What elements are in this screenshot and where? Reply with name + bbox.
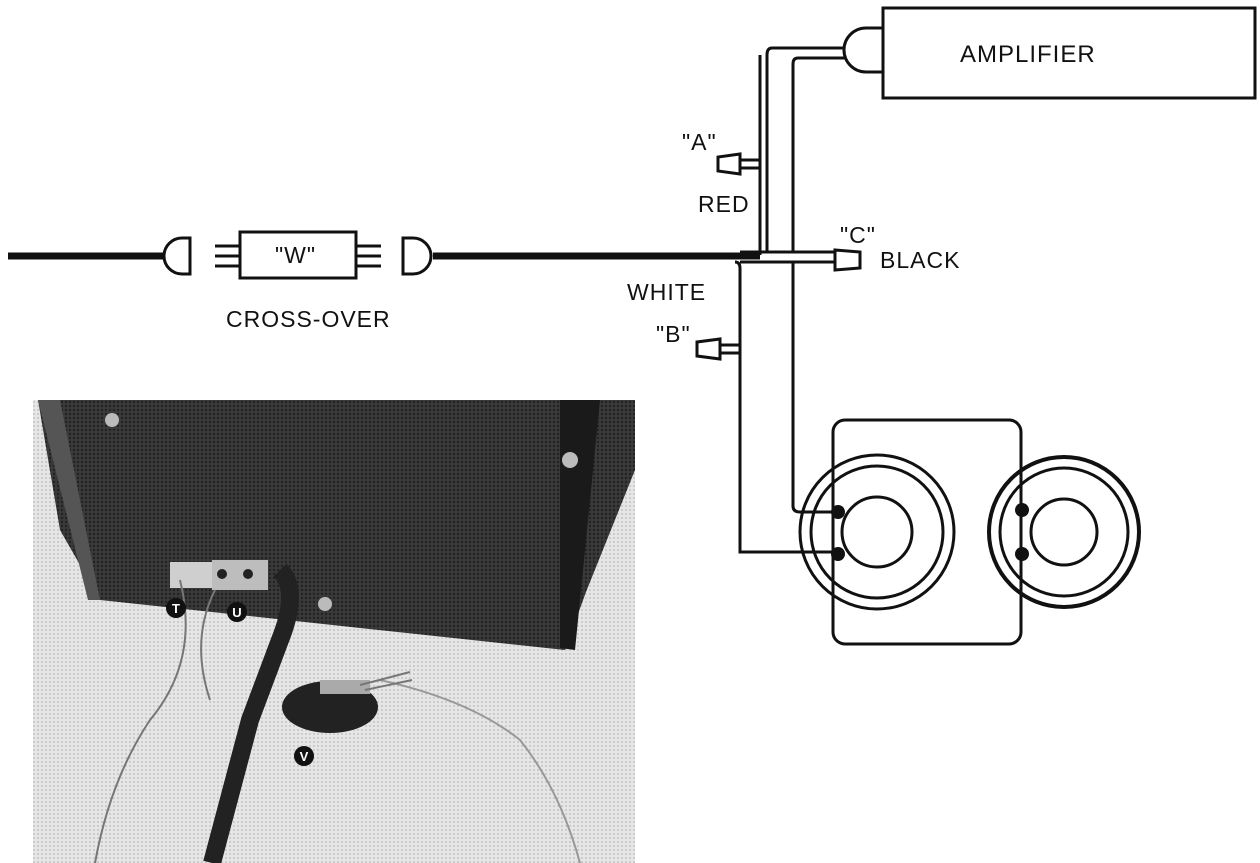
connector-a-label: "A" [682, 129, 717, 155]
screw-icon [105, 413, 119, 427]
crossover-label: CROSS-OVER [226, 306, 391, 332]
speaker-left [798, 453, 956, 611]
speaker-right [987, 455, 1141, 609]
red-wire-label: RED [698, 191, 750, 217]
amplifier-wires [758, 46, 845, 252]
cabinet-photo: T U V [33, 400, 635, 863]
screw-icon [562, 452, 578, 468]
black-speaker-wire [791, 262, 833, 514]
crossover-unit: "W" CROSS-OVER [162, 230, 433, 332]
crossover-output-plug [401, 236, 433, 276]
connector-b-label: "B" [656, 321, 691, 347]
callout-u: U [227, 602, 247, 622]
connector-c: "C" BLACK [740, 222, 960, 273]
speaker-cable [203, 563, 299, 863]
callout-t: T [166, 598, 186, 618]
speaker-assembly [798, 418, 1141, 646]
terminal-plate-t [170, 562, 212, 588]
white-wire-label: WHITE [627, 279, 706, 305]
crossover-w-label: "W" [275, 242, 316, 268]
crossover-input-plug [162, 236, 192, 276]
speaker-mounting-board [831, 418, 1023, 646]
speaker-right-terminal-bottom [1015, 547, 1029, 561]
svg-text:T: T [172, 601, 180, 616]
svg-text:U: U [232, 605, 241, 620]
black-wire-label: BLACK [880, 247, 960, 273]
amplifier-box: AMPLIFIER [842, 6, 1257, 100]
speaker-left-terminal-top [831, 505, 845, 519]
amplifier-plug [842, 26, 885, 74]
connector-a: "A" RED [682, 129, 760, 217]
speaker-left-terminal-bottom [831, 547, 845, 561]
connector-c-label: "C" [840, 222, 876, 248]
callout-v: V [294, 746, 314, 766]
speaker-right-terminal-top [1015, 503, 1029, 517]
screw-icon [318, 597, 332, 611]
amplifier-label: AMPLIFIER [960, 41, 1096, 68]
connector-b: WHITE "B" [627, 260, 833, 554]
svg-text:V: V [300, 749, 309, 764]
